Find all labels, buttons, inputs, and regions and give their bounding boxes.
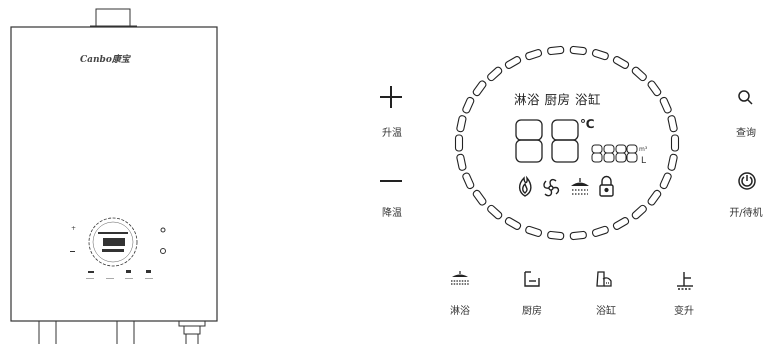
ring-segment	[462, 96, 475, 114]
power-icon	[738, 172, 756, 190]
ring-segment	[456, 115, 467, 133]
ring-segment	[659, 172, 672, 190]
svg-text:+: +	[71, 225, 76, 232]
ring-segment	[547, 230, 565, 241]
display-ring	[454, 45, 680, 241]
kitchen-label: 厨房	[522, 306, 542, 317]
minus-icon[interactable]	[380, 180, 402, 182]
bathtub-icon	[596, 271, 612, 287]
ring-segment	[547, 45, 565, 56]
ring-segment	[462, 172, 475, 190]
fan-icon	[543, 178, 560, 197]
ring-segment	[591, 225, 609, 237]
ring-segment	[667, 115, 678, 133]
ring-segment	[472, 80, 487, 97]
mini-panel: +	[70, 217, 166, 279]
ring-segment	[667, 153, 678, 171]
ring-segment	[472, 189, 487, 206]
ring-segment	[525, 225, 543, 237]
ring-segment	[670, 134, 680, 152]
plus-icon[interactable]	[380, 86, 402, 108]
mode-labels: 淋浴 厨房 浴缸	[514, 92, 601, 107]
temp-down-label: 降温	[382, 208, 402, 219]
ring-segment	[569, 230, 587, 241]
ring-segment	[631, 204, 647, 220]
ring-segment	[454, 134, 464, 152]
search-icon	[738, 90, 753, 105]
small-digits	[591, 144, 638, 163]
ring-segment	[487, 204, 503, 220]
ring-segment	[591, 49, 609, 61]
big-digit-2	[551, 119, 579, 163]
shower-icon	[571, 178, 589, 195]
query-label: 查询	[736, 128, 756, 139]
ring-segment	[504, 56, 522, 69]
big-digit-1	[515, 119, 543, 163]
heater-body	[10, 26, 218, 322]
ring-segment	[487, 66, 503, 82]
raise-icon	[677, 272, 693, 290]
kitchen-icon	[524, 271, 540, 287]
ring-segment	[659, 96, 672, 114]
ring-segment	[612, 217, 630, 230]
ring-segment	[569, 45, 587, 56]
unit-volume: m³	[639, 146, 648, 153]
ring-segment	[525, 49, 543, 61]
raise-label: 变升	[674, 306, 694, 317]
temp-unit: ℃	[580, 117, 595, 131]
temp-up-label: 升温	[382, 128, 402, 139]
flame-icon	[518, 175, 532, 197]
ring-segment	[612, 56, 630, 69]
ring-segment	[647, 80, 662, 97]
brand-logo: Canbo康宝	[80, 55, 130, 65]
unit-flow: L	[641, 156, 647, 166]
faucet-icon	[451, 271, 469, 285]
ring-segment	[647, 189, 662, 206]
ring-segment	[631, 66, 647, 82]
ring-segment	[504, 217, 522, 230]
power-label: 开/待机	[729, 208, 763, 219]
shower-label: 淋浴	[450, 306, 470, 317]
ring-segment	[456, 153, 467, 171]
bathtub-label: 浴缸	[596, 306, 616, 317]
lock-icon	[599, 175, 614, 197]
exhaust-collar	[95, 8, 131, 27]
